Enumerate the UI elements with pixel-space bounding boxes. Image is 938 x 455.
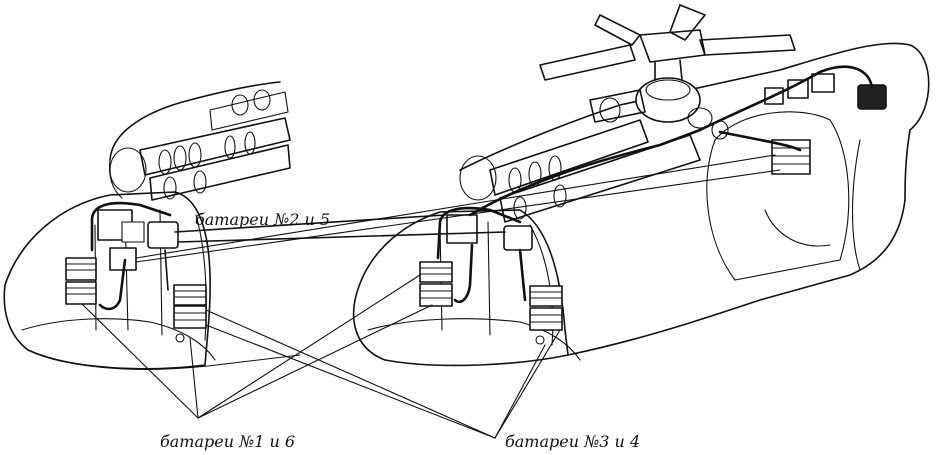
- right-batteries: [419, 65, 887, 345]
- battery-stack-4: [529, 285, 563, 345]
- battery-box-upper-left-2: [121, 221, 145, 243]
- right-engine-assembly: [489, 89, 729, 223]
- right-fuselage-section: [352, 42, 930, 367]
- left-engine-assembly: [139, 89, 291, 201]
- battery-pack-rear: [771, 139, 811, 175]
- battery-box-upper-right: [446, 214, 478, 244]
- battery-stack-3: [419, 261, 453, 307]
- left-fuselage-section: [3, 81, 301, 370]
- pointer-lines-1-6: [81, 274, 433, 419]
- label-batteries-1-6: батареи №1 и 6: [160, 432, 295, 451]
- battery-box-2-5-left: [147, 221, 179, 249]
- leader-lines-2-5: [135, 154, 781, 263]
- left-engine-rings: [158, 89, 271, 200]
- rotor-hub: [539, 4, 796, 123]
- left-batteries: [65, 201, 207, 343]
- battery-box-2-5-right: [503, 225, 533, 251]
- pointer-lines-3-4: [205, 309, 561, 439]
- battery-stack-6: [173, 284, 207, 343]
- battery-stack-1: [65, 257, 97, 305]
- label-batteries-2-5: батареи №2 и 5: [195, 210, 330, 229]
- label-batteries-3-4: батареи №3 и 4: [505, 432, 640, 451]
